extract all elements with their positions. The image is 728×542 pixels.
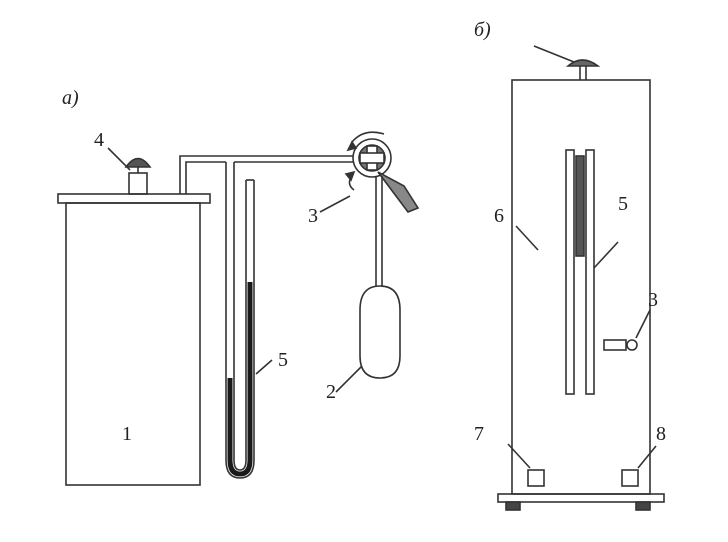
foot-left	[505, 501, 521, 511]
rotary-valve	[344, 131, 420, 213]
connecting-tube-inner-left	[185, 161, 226, 194]
leader-2	[335, 365, 363, 393]
side-valve-knob	[626, 339, 638, 351]
label-b-8: 8	[656, 423, 666, 445]
label-a-1: 1	[122, 423, 132, 445]
u-tube-manometer	[225, 162, 255, 479]
top-valve-handle	[533, 45, 575, 63]
panel-b: б)	[474, 19, 666, 511]
label-b-3: 3	[648, 289, 658, 311]
cabinet-base	[497, 493, 665, 503]
panel-a-label: a)	[62, 87, 79, 109]
top-valve-cap	[565, 59, 601, 67]
leader-3b	[635, 309, 651, 339]
connecting-tube-outer	[179, 155, 372, 194]
rotation-arrow-top	[351, 131, 385, 143]
label-a-2: 2	[326, 381, 336, 403]
leader-5a	[255, 359, 273, 375]
label-b-7: 7	[474, 423, 484, 445]
valve-handle	[377, 171, 420, 213]
manometer-tube-left	[565, 149, 575, 395]
leader-4	[107, 147, 131, 171]
manometer-tube-right	[585, 149, 595, 395]
label-b-6: 6	[494, 205, 504, 227]
vessel-lid	[57, 193, 211, 204]
manometer-scale	[575, 155, 585, 257]
panel-b-label: б)	[474, 19, 491, 41]
leader-5b	[593, 241, 619, 269]
label-b-5: 5	[618, 193, 628, 215]
foot-right	[635, 501, 651, 511]
label-a-5: 5	[278, 349, 288, 371]
panel-a: a)	[57, 87, 420, 486]
leader-3a	[319, 195, 351, 213]
vessel	[65, 202, 201, 486]
lid-valve-body	[128, 172, 148, 195]
side-valve	[603, 339, 627, 351]
label-a-4: 4	[94, 129, 104, 151]
cabinet	[511, 79, 651, 495]
button-7	[527, 469, 545, 487]
leader-7	[507, 443, 531, 469]
label-a-3: 3	[308, 205, 318, 227]
leader-6	[515, 225, 539, 251]
bulb	[359, 285, 401, 379]
lid-valve-cap	[124, 157, 152, 168]
button-8	[621, 469, 639, 487]
leader-8	[637, 445, 657, 469]
